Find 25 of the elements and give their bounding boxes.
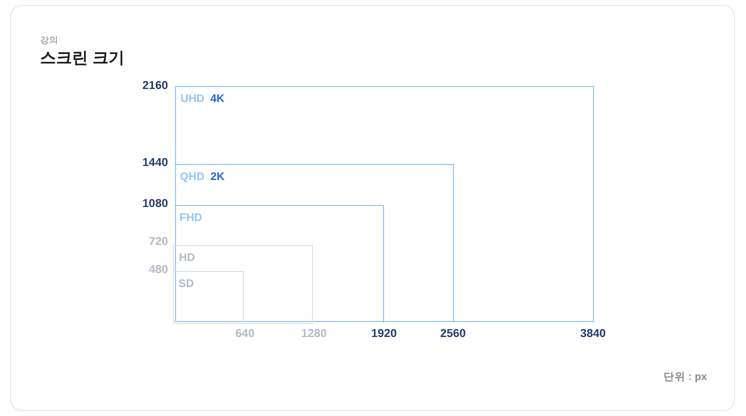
axis-tick-label: 720 xyxy=(148,236,168,248)
subtitle: 강의 xyxy=(40,34,58,47)
axis-tick-label: 640 xyxy=(235,328,255,340)
resolution-name: HD xyxy=(179,252,195,264)
axis-tick-label: 3840 xyxy=(580,328,606,340)
resolution-box xyxy=(174,204,384,323)
resolution-name: QHD xyxy=(180,171,204,184)
axis-tick-label: 1920 xyxy=(371,328,397,340)
axis-tick-label: 1440 xyxy=(142,156,168,170)
resolution-box xyxy=(174,164,454,322)
resolution-name: FHD xyxy=(180,212,202,224)
axis-tick-label: 2560 xyxy=(440,328,466,340)
axis-tick-label: 2160 xyxy=(142,80,168,92)
unit-note: 단위 : px xyxy=(663,370,707,384)
axis-tick-label: 1080 xyxy=(142,198,168,210)
axis-tick-label: 480 xyxy=(148,264,168,276)
resolution-box xyxy=(174,86,594,322)
resolution-shorthand: 4K xyxy=(210,92,224,106)
title: 스크린 크기 xyxy=(40,49,124,69)
axis-tick-label: 1280 xyxy=(301,328,327,340)
resolution-box xyxy=(172,271,244,324)
resolution-name: UHD xyxy=(180,92,204,106)
resolution-name: SD xyxy=(178,278,194,291)
resolution-box xyxy=(173,244,313,324)
resolution-shorthand: 2K xyxy=(210,171,225,184)
